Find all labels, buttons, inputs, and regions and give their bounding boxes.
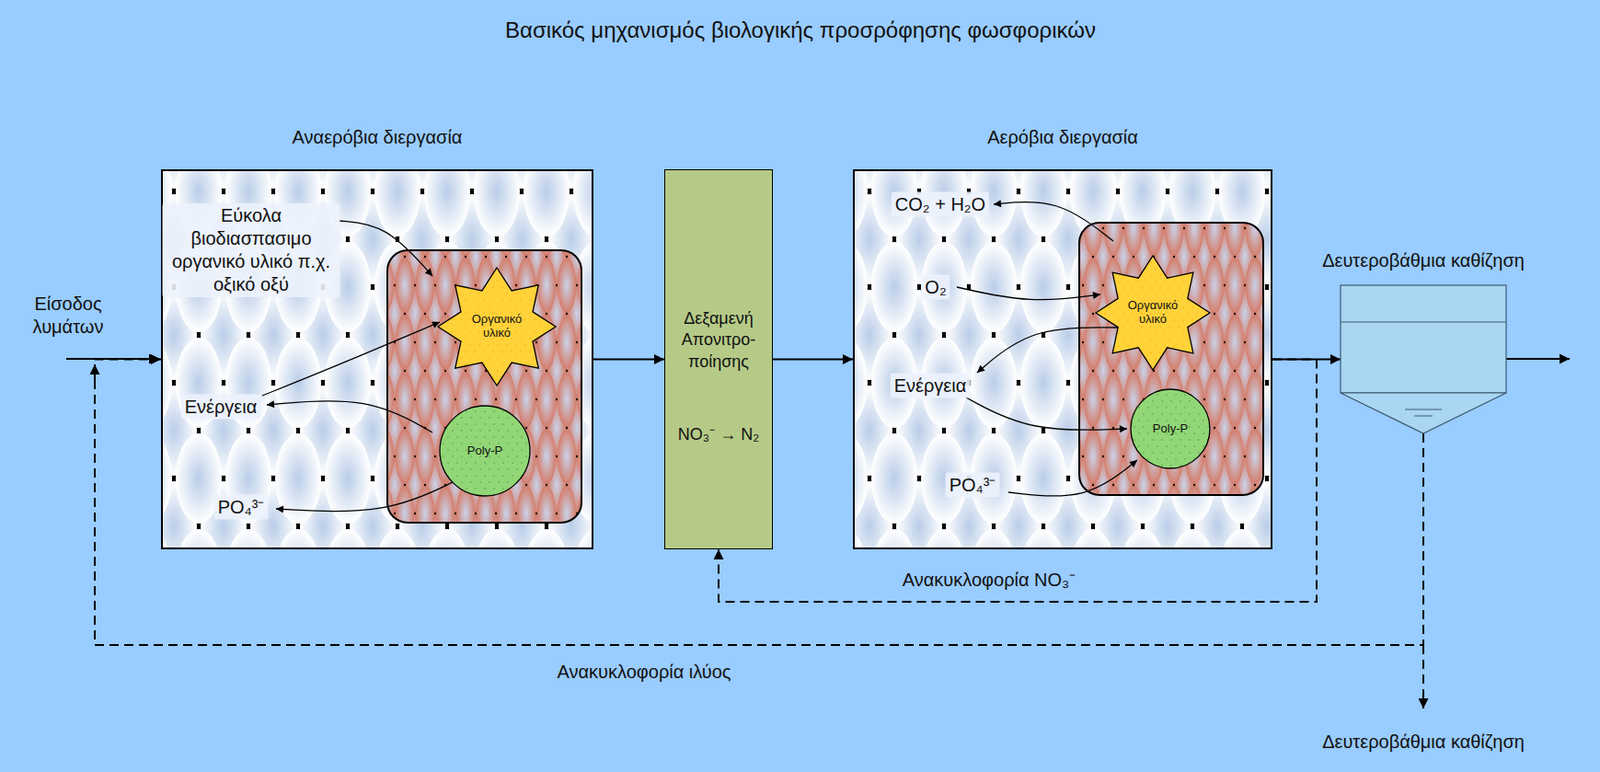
- water-line: [1340, 322, 1507, 323]
- organic-matter-star: Οργανικό υλικό: [1095, 255, 1210, 370]
- clarifier-body: [1340, 285, 1507, 393]
- poly-p-granule: Poly-P: [1129, 388, 1211, 470]
- process-label: Ενέργεια: [181, 394, 262, 420]
- node-label: Δεξαμενή Απονιτρο-ποίησης: [668, 308, 769, 373]
- node-label: Οργανικό υλικό: [460, 312, 534, 341]
- leader-arrow: [977, 327, 1118, 373]
- effluent-arrow: [1506, 357, 1570, 360]
- process-label: CO₂ + H₂O: [891, 192, 990, 218]
- leader-arrow: [993, 201, 1114, 242]
- node-heading: Αναερόβια διεργασία: [202, 125, 553, 150]
- edge-label: Ανακυκλοφορία NO₃⁻: [898, 568, 1080, 592]
- process-label: PO₄³⁻: [945, 472, 1001, 498]
- sludge-texture: [852, 169, 1273, 550]
- secondary-clarifier: Δευτεροβάθμια καθίζηση: [1340, 285, 1507, 434]
- poly-p-granule: Poly-P: [438, 404, 531, 497]
- clarifier-cone: [1340, 392, 1507, 434]
- water-line: [1404, 409, 1442, 411]
- leader-arrow: [338, 220, 433, 277]
- node-heading: Αερόβια διεργασία: [887, 125, 1238, 150]
- node-label: Poly-P: [456, 444, 515, 459]
- process-label: PO₄³⁻: [214, 494, 269, 520]
- star-shape: [437, 267, 556, 386]
- flow-arrow: [593, 358, 665, 361]
- node-label: NO₃⁻ → N₂: [668, 424, 769, 446]
- leader-arrow: [266, 401, 433, 433]
- organic-matter-star: Οργανικό υλικό: [437, 267, 556, 386]
- waste-sludge-arrow: [1422, 644, 1425, 709]
- process-label: Εύκολα βιοδιασπασιμο οργανικό υλικό π.χ.…: [162, 203, 341, 298]
- leader-arrow: [966, 397, 1128, 430]
- circle-shape: [1130, 389, 1210, 469]
- recirculation-line: [718, 359, 1317, 603]
- bacterium-cell: [387, 250, 582, 523]
- bacterium-cell: [1079, 222, 1264, 495]
- inflow-label: Είσοδος λυμάτων: [17, 292, 119, 339]
- waste-sludge-label: Δευτεροβάθμια καθίζηση: [1322, 730, 1525, 754]
- leader-arrow: [276, 478, 461, 512]
- node-label: Οργανικό υλικό: [1116, 299, 1189, 327]
- node-heading: Δευτεροβάθμια καθίζηση: [1317, 248, 1530, 273]
- water-line: [1414, 415, 1433, 417]
- circle-shape: [439, 405, 530, 496]
- leader-arrow: [956, 287, 1101, 300]
- clar-outline: [1340, 285, 1507, 434]
- leader-arrow: [1008, 460, 1138, 496]
- sludge-texture: [161, 169, 594, 550]
- diagram-title: Βασικός μηχανισμός βιολογικής προσρόφηση…: [505, 16, 1096, 45]
- process-tank: Οργανικό υλικόPoly-PΑερόβια διεργασία: [852, 169, 1273, 550]
- star-shape: [1095, 255, 1210, 370]
- flow-arrow: [772, 358, 853, 361]
- edge-label: Ανακυκλοφορία ιλύος: [553, 660, 736, 684]
- process-label: O₂: [920, 275, 950, 300]
- node-label: Poly-P: [1145, 422, 1197, 437]
- leader-arrow: [262, 322, 440, 396]
- denitrification-tank: Δεξαμενή Απονιτρο-ποίησηςNO₃⁻ → N₂: [664, 169, 773, 550]
- process-label: Ενέργεια: [890, 373, 971, 399]
